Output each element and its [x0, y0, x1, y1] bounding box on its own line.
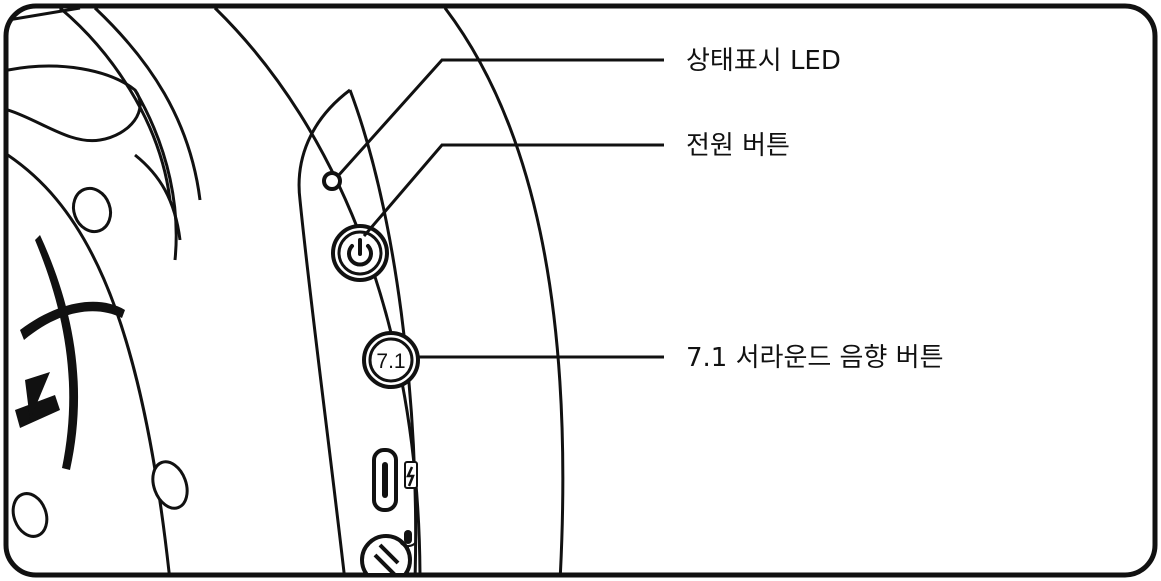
callout-lines: [336, 58, 664, 359]
callout-line-power-button: [362, 143, 664, 237]
mic-port: [360, 530, 417, 573]
vent-hole: [11, 492, 49, 538]
charging-icon: [404, 461, 418, 489]
brand-logo: [15, 235, 125, 470]
power-icon: [347, 238, 373, 267]
microphone-icon: [399, 530, 417, 552]
label-power-button: 전원 버튼: [686, 131, 790, 161]
usb-charge-port: [372, 448, 418, 512]
label-status-led: 상태표시 LED: [686, 46, 841, 76]
diagram-frame: [3, 3, 1158, 578]
surround-button-label: 7.1: [376, 350, 405, 373]
vent-hole: [151, 460, 189, 510]
vent-hole: [71, 186, 113, 234]
surround-button[interactable]: 7.1: [362, 331, 420, 389]
headband-yoke: [8, 8, 202, 261]
ear-cup-face: [11, 186, 189, 538]
label-surround-button: 7.1 서라운드 음향 버튼: [686, 343, 944, 373]
power-button[interactable]: [331, 224, 389, 282]
status-led: [322, 171, 342, 191]
callout-line-status-led: [336, 58, 664, 178]
